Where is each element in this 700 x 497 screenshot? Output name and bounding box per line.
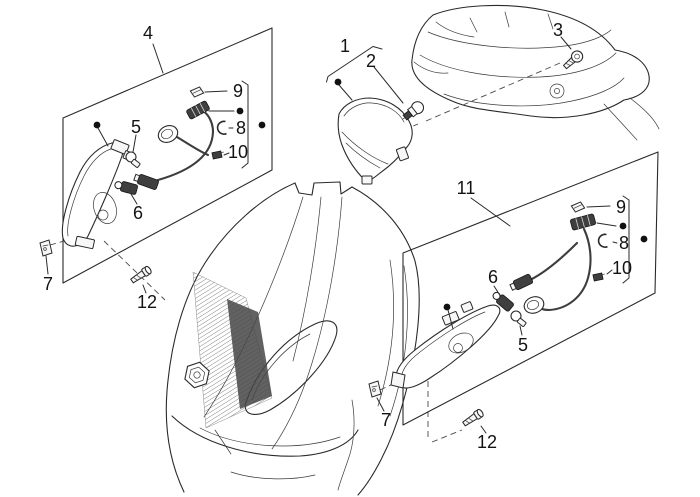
clip-7-right-drawing: [368, 380, 382, 398]
bulb-5-right-drawing: [510, 310, 527, 327]
callout-bolt-10-right: 10: [611, 258, 633, 278]
callout-bulb-5-left: 5: [130, 117, 142, 137]
callout-screw-12-right: 12: [476, 432, 498, 452]
left-turn-signal-drawing: [61, 139, 136, 250]
handlebar-cover-drawing: [411, 4, 660, 141]
callout-bulb-5-right: 5: [517, 335, 529, 355]
callout-dots: [93, 78, 648, 311]
screw-12-left-drawing: [130, 265, 152, 284]
callout-leader-lines: [45, 36, 630, 434]
wiring-harness-left-drawing: [133, 100, 215, 190]
bolt-10-right-drawing: [592, 272, 605, 282]
callout-bulbholder-6-right: 6: [487, 267, 499, 287]
screw-3-drawing: [562, 50, 584, 70]
callout-clip-7-right: 7: [380, 410, 392, 430]
callout-headlight-bulb-2: 2: [365, 51, 377, 71]
callout-right-group-11: 11: [456, 178, 476, 198]
right-turn-signal-drawing: [390, 301, 501, 389]
retainer-ring-8-right-drawing: [597, 233, 608, 248]
group-panel-11: [402, 151, 659, 426]
shield-grille: [192, 271, 273, 429]
connector-left-drawing: [186, 100, 210, 120]
clip-7-left-drawing: [39, 239, 53, 257]
callout-left-group-4: 4: [142, 23, 154, 43]
front-shield-drawing: [165, 181, 420, 496]
screw-12-right-drawing: [462, 408, 484, 427]
retainer-ring-8-left-drawing: [216, 120, 227, 135]
bolt-10-left-drawing: [211, 150, 224, 160]
connector-right-drawing: [570, 213, 596, 231]
bulbholder-6-right-drawing: [492, 291, 514, 312]
cable-clip-9-right-drawing: [570, 201, 586, 213]
wiring-harness-right-drawing: [509, 213, 596, 314]
callout-cable-clip-9-left: 9: [232, 81, 244, 101]
headlight-unit-drawing: [337, 97, 413, 185]
headlight-bulb-drawing: [402, 101, 425, 121]
callout-screw-12-left: 12: [136, 292, 158, 312]
callout-headlight-1: 1: [339, 36, 351, 56]
bulb-5-left-drawing: [125, 151, 141, 168]
bulbholder-6-left-drawing: [114, 181, 138, 195]
assembly-axis-lines: [49, 62, 561, 443]
cable-clip-9-left-drawing: [189, 86, 205, 98]
brand-emblem-icon: [184, 361, 210, 389]
callout-bulbholder-6-left: 6: [132, 203, 144, 223]
callout-bolt-10-left: 10: [227, 142, 249, 162]
callout-ring-8-left: 8: [235, 118, 247, 138]
callout-cable-clip-9-right: 9: [615, 197, 627, 217]
callout-ring-8-right: 8: [618, 233, 630, 253]
callout-screw-3: 3: [552, 20, 564, 40]
callout-clip-7-left: 7: [42, 274, 54, 294]
